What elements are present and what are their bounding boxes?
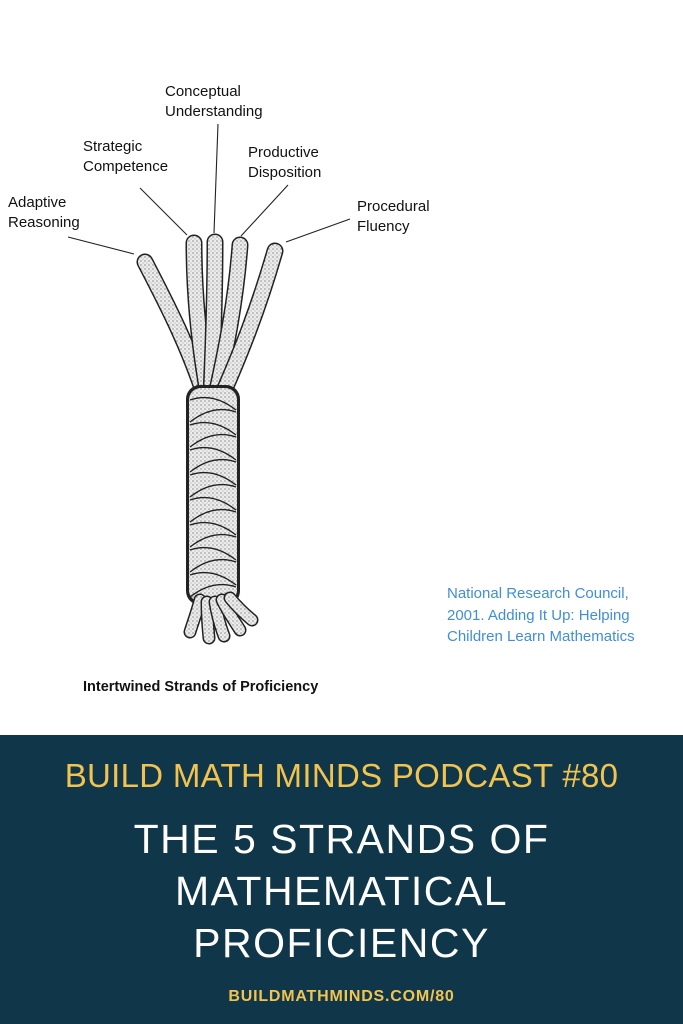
- pointer-procedural: [285, 218, 351, 243]
- diagram-caption: Intertwined Strands of Proficiency: [83, 679, 319, 695]
- label-productive-disposition: Productive Disposition: [248, 144, 322, 181]
- pointer-lines: [67, 123, 351, 255]
- pointer-productive: [240, 184, 289, 237]
- braided-rope-diagram: [67, 123, 351, 645]
- pointer-strategic: [139, 187, 188, 236]
- label-strategic-competence: Strategic Competence: [83, 138, 169, 175]
- label-adaptive-reasoning: Adaptive Reasoning: [8, 194, 80, 231]
- pointer-conceptual: [213, 123, 219, 234]
- frayed-ends: [183, 591, 259, 645]
- podcast-title: BUILD MATH MINDS PODCAST #80: [64, 757, 619, 794]
- citation: National Research Council, 2001. Adding …: [447, 585, 635, 645]
- rope-illustration: Adaptive Reasoning Strategic Competence …: [8, 83, 635, 695]
- upper-strands: [136, 233, 284, 409]
- pointer-adaptive: [67, 236, 135, 255]
- label-conceptual-understanding: Conceptual Understanding: [165, 83, 263, 120]
- website-link[interactable]: BUILDMATHMINDS.COM/80: [228, 988, 455, 1005]
- braided-trunk: [186, 385, 240, 605]
- podcast-banner: BUILD MATH MINDS PODCAST #80 THE 5 STRAN…: [0, 735, 683, 1024]
- episode-headline: THE 5 STRANDS OF MATHEMATICAL PROFICIENC…: [133, 816, 550, 966]
- label-procedural-fluency: Procedural Fluency: [357, 198, 430, 235]
